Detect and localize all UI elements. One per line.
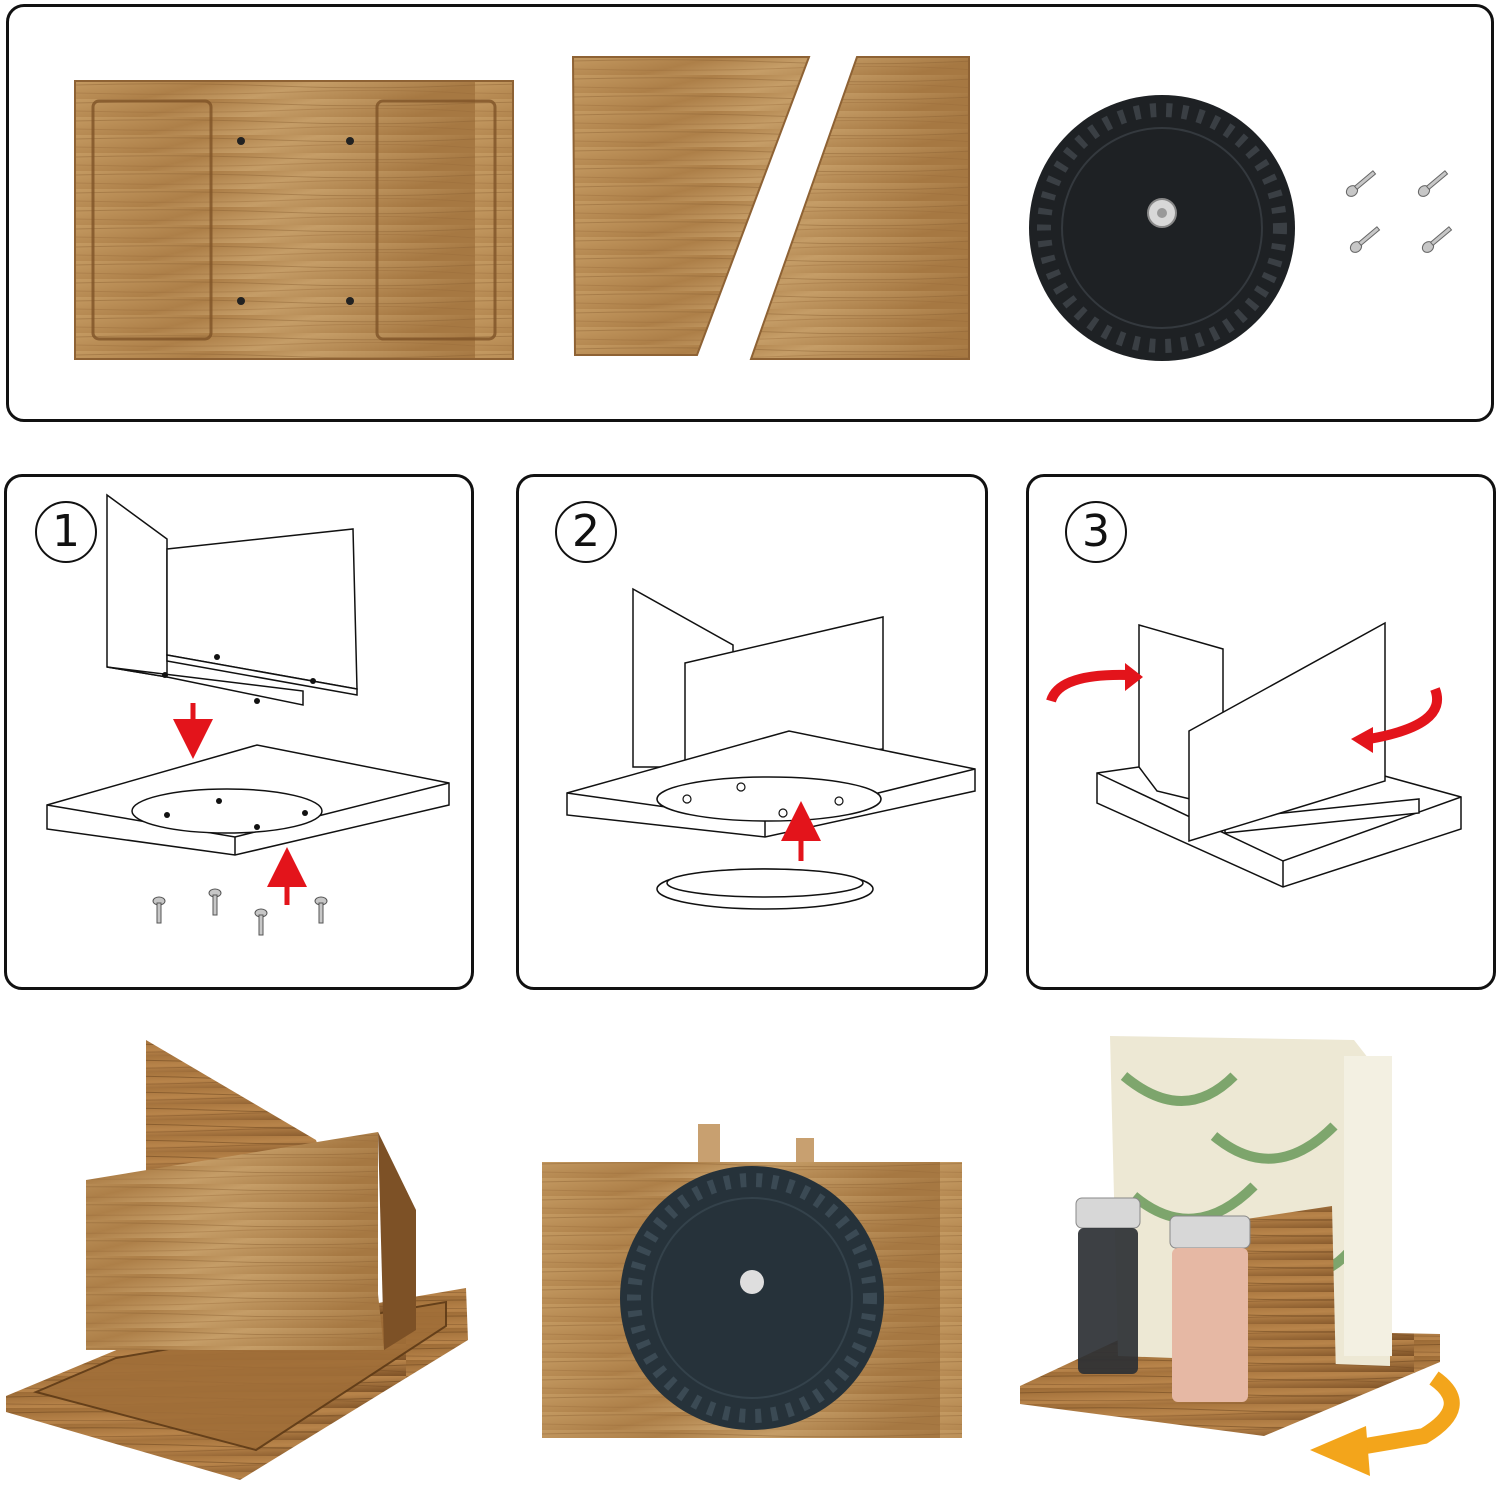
- step-3-panel: 3: [1026, 474, 1496, 990]
- assembly-step-attach-base-icon: [46, 493, 450, 936]
- step-number-1: 1: [35, 501, 97, 563]
- step-number-3: 3: [1065, 501, 1127, 563]
- turntable-bottom-photo: [542, 1124, 962, 1438]
- wooden-base-tray-icon: [74, 80, 514, 360]
- lazy-susan-turntable-icon: [1029, 95, 1295, 361]
- parts-panel: [6, 4, 1494, 422]
- step-2-panel: 2: [516, 474, 988, 990]
- in-use-holder-photo: [1020, 1036, 1460, 1476]
- divider-panels-icon: [571, 56, 970, 360]
- assembled-holder-photo: [6, 1040, 468, 1480]
- step-number-2: 2: [555, 501, 617, 563]
- assembly-step-rotate-icon: [1046, 621, 1462, 888]
- step-1-panel: 1: [4, 474, 474, 990]
- screws-icon: [1345, 170, 1453, 253]
- assembly-step-attach-turntable-icon: [566, 587, 976, 910]
